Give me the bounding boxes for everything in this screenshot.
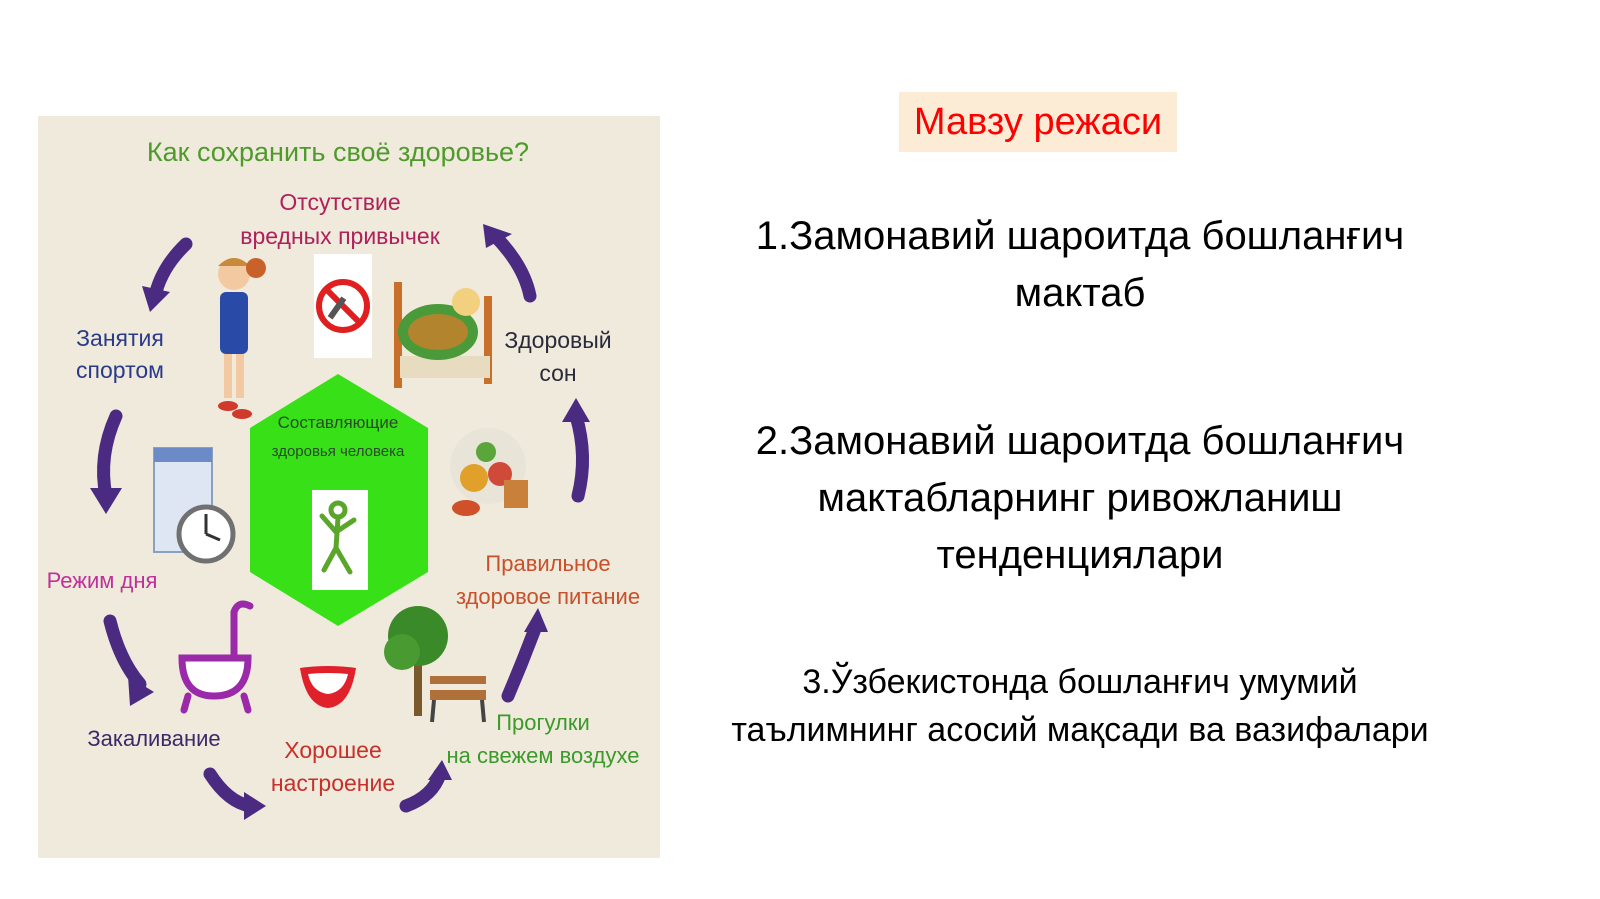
plan-item-3-line-1: 3.Ўзбекистонда бошланғич умумий <box>802 663 1358 701</box>
plan-item-3-line-2: таълимнинг асосий мақсади ва вазифалари <box>731 711 1429 750</box>
plan-item-1: 1.Замонавий шароитда бошланғич мактаб <box>700 208 1460 322</box>
arrow-left-lower <box>103 614 147 691</box>
plan-item-1-line-2: мактаб <box>1014 270 1146 315</box>
cigarette-icon <box>327 296 347 320</box>
label-harden: Закаливание <box>87 726 220 751</box>
tree-bench-icon <box>384 606 486 723</box>
health-infographic: Как сохранить своё здоровье? Составляющи… <box>38 116 660 858</box>
arrow-head-icon <box>244 792 266 820</box>
arrow-left-upper <box>97 409 123 503</box>
arrow-right <box>569 409 589 503</box>
plan-item-2-line-3: тенденциялари <box>936 532 1224 577</box>
label-mood-2: настроение <box>271 770 395 796</box>
plan-item-2: 2.Замонавий шароитда бошланғич мактаблар… <box>700 413 1460 583</box>
arrow-right-lower <box>501 619 543 703</box>
arrow-head-icon <box>524 608 548 632</box>
label-food-2: здоровое питание <box>456 584 640 609</box>
no-smoking-slash <box>323 286 363 326</box>
label-no-habits-1: Отсутствие <box>279 189 400 215</box>
arrow-head-icon <box>428 760 452 780</box>
label-routine: Режим дня <box>47 568 158 593</box>
center-label-1: Составляющие <box>278 413 399 432</box>
plan-item-2-line-2: мактабларнинг ривожланиш <box>817 475 1343 520</box>
label-sleep-2: сон <box>539 360 576 386</box>
arrow-top-left <box>149 237 193 299</box>
label-sport-2: спортом <box>76 357 164 383</box>
plan-item-1-line-1: 1.Замонавий шароитда бошланғич <box>755 214 1405 258</box>
label-food-1: Правильное <box>485 551 610 576</box>
label-no-habits-2: вредных привычек <box>240 223 440 249</box>
arrow-head-icon <box>483 224 512 248</box>
calendar-clock-icon <box>153 447 236 564</box>
cycle-arrows <box>97 230 589 813</box>
healthy-food-icon <box>450 428 528 516</box>
arrow-head-icon <box>142 286 170 312</box>
label-sleep-1: Здоровый <box>504 327 611 353</box>
plan-item-3: 3.Ўзбекистонда бошланғич умумий таълимни… <box>660 658 1500 755</box>
center-label-2: здоровья человека <box>272 443 405 460</box>
label-mood-1: Хорошее <box>284 737 382 763</box>
label-walk-2: на свежем воздухе <box>447 743 640 768</box>
arrow-top-right <box>489 230 537 303</box>
sleeping-child-bed-icon <box>394 282 492 388</box>
infographic-canvas: Как сохранить своё здоровье? Составляющи… <box>47 137 640 820</box>
arrow-head-icon <box>562 398 590 422</box>
center-figure-frame <box>312 490 368 590</box>
label-sport-1: Занятия <box>76 325 164 351</box>
label-walk-1: Прогулки <box>496 710 590 735</box>
infographic-title: Как сохранить своё здоровье? <box>147 137 529 167</box>
topic-title: Мавзу режаси <box>899 92 1177 152</box>
bathtub-shower-icon <box>178 600 254 714</box>
arrow-head-icon <box>128 676 154 706</box>
plan-item-2-line-1: 2.Замонавий шароитда бошланғич <box>755 419 1405 463</box>
boy-basketball-icon <box>218 258 266 419</box>
arrow-heads <box>90 224 590 820</box>
arrow-head-icon <box>90 488 122 514</box>
smile-lips-icon <box>300 666 356 708</box>
dancing-figure-icon <box>319 500 357 575</box>
